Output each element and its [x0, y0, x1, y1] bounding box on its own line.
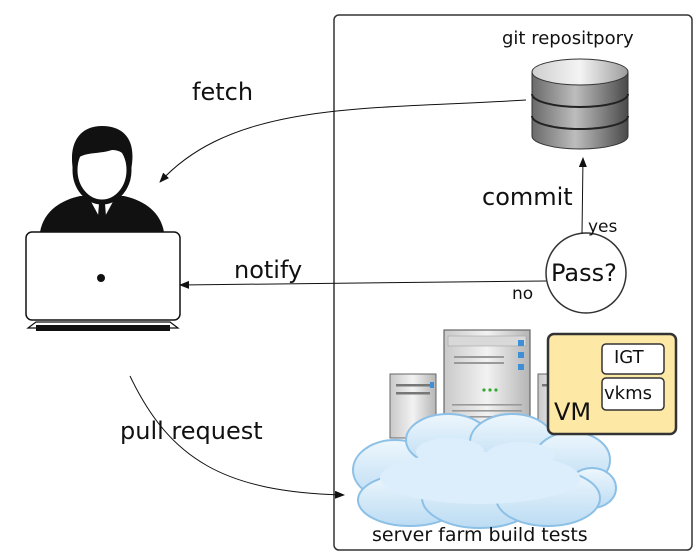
vkms-label: vkms — [604, 383, 652, 404]
fetch-label: fetch — [192, 78, 254, 106]
vm-label: VM — [554, 398, 592, 426]
no-label: no — [512, 284, 534, 304]
igt-box — [601, 343, 665, 375]
commit-label: commit — [482, 183, 573, 211]
notify-label: notify — [234, 256, 303, 284]
pass-decision-node — [545, 232, 627, 314]
server-farm-container — [333, 14, 693, 551]
yes-label: yes — [588, 217, 618, 237]
server-farm-label: server farm build tests — [372, 524, 588, 546]
pull-request-label: pull request — [120, 417, 263, 445]
pass-label: Pass? — [551, 259, 617, 287]
developer-with-laptop-icon — [25, 126, 181, 331]
igt-label: IGT — [614, 347, 644, 368]
pull-request-arrow — [129, 375, 345, 499]
repo-label: git repositpory — [502, 28, 634, 49]
notify-arrow — [179, 280, 547, 289]
vkms-box — [601, 377, 665, 411]
commit-arrow — [578, 157, 587, 235]
fetch-arrow — [159, 99, 527, 183]
database-icon — [531, 58, 629, 150]
